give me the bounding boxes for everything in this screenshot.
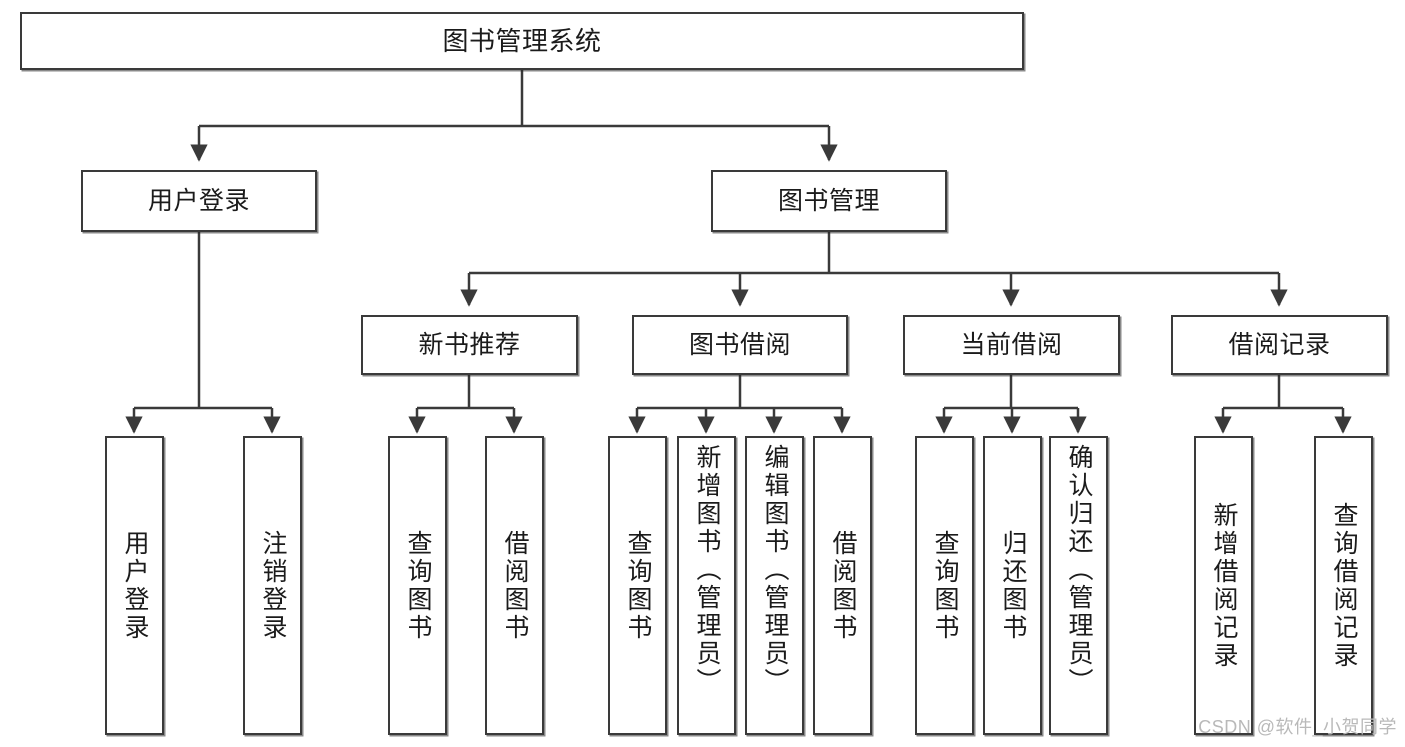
node-root[interactable]: 图书管理系统	[20, 12, 1024, 70]
leaf-borrow-book[interactable]: 借阅图书	[813, 436, 872, 735]
leaf-confirm-return[interactable]: 确认归还（管理员）	[1049, 436, 1108, 735]
leaf-return-book[interactable]: 归还图书	[983, 436, 1042, 735]
leaf-user-login-label: 用户登录	[121, 529, 149, 642]
leaf-query-book-cur[interactable]: 查询图书	[915, 436, 974, 735]
node-book-manage-label: 图书管理	[777, 186, 880, 215]
leaf-add-book-label: 新增图书（管理员）	[693, 444, 721, 696]
node-new-book-rec[interactable]: 新书推荐	[361, 315, 578, 375]
node-book-borrow[interactable]: 图书借阅	[632, 315, 848, 375]
leaf-confirm-return-label: 确认归还（管理员）	[1065, 444, 1093, 696]
leaf-borrow-book-label: 借阅图书	[829, 529, 857, 642]
leaf-query-book-rec-label: 查询图书	[404, 529, 432, 642]
node-root-label: 图书管理系统	[442, 25, 602, 56]
leaf-logout-label: 注销登录	[259, 529, 287, 642]
leaf-add-book[interactable]: 新增图书（管理员）	[677, 436, 736, 735]
leaf-logout[interactable]: 注销登录	[243, 436, 302, 735]
leaf-add-record-label: 新增借阅记录	[1210, 501, 1238, 670]
leaf-return-book-label: 归还图书	[999, 529, 1027, 642]
leaf-query-book-rec[interactable]: 查询图书	[388, 436, 447, 735]
leaf-query-record-label: 查询借阅记录	[1330, 501, 1358, 670]
node-borrow-record-label: 借阅记录	[1228, 330, 1331, 359]
node-new-book-rec-label: 新书推荐	[418, 330, 521, 359]
leaf-borrow-book-rec[interactable]: 借阅图书	[485, 436, 544, 735]
leaf-user-login[interactable]: 用户登录	[105, 436, 164, 735]
node-current-borrow-label: 当前借阅	[960, 330, 1063, 359]
leaf-query-book-cur-label: 查询图书	[931, 529, 959, 642]
node-user-login-label: 用户登录	[147, 186, 250, 215]
node-book-manage[interactable]: 图书管理	[711, 170, 947, 232]
leaf-query-record[interactable]: 查询借阅记录	[1314, 436, 1373, 735]
leaf-borrow-book-rec-label: 借阅图书	[501, 529, 529, 642]
leaf-query-book[interactable]: 查询图书	[608, 436, 667, 735]
node-borrow-record[interactable]: 借阅记录	[1171, 315, 1388, 375]
leaf-edit-book[interactable]: 编辑图书（管理员）	[745, 436, 804, 735]
node-book-borrow-label: 图书借阅	[688, 330, 791, 359]
leaf-query-book-label: 查询图书	[624, 529, 652, 642]
leaf-add-record[interactable]: 新增借阅记录	[1194, 436, 1253, 735]
node-current-borrow[interactable]: 当前借阅	[903, 315, 1120, 375]
leaf-edit-book-label: 编辑图书（管理员）	[761, 444, 789, 696]
node-user-login[interactable]: 用户登录	[81, 170, 317, 232]
